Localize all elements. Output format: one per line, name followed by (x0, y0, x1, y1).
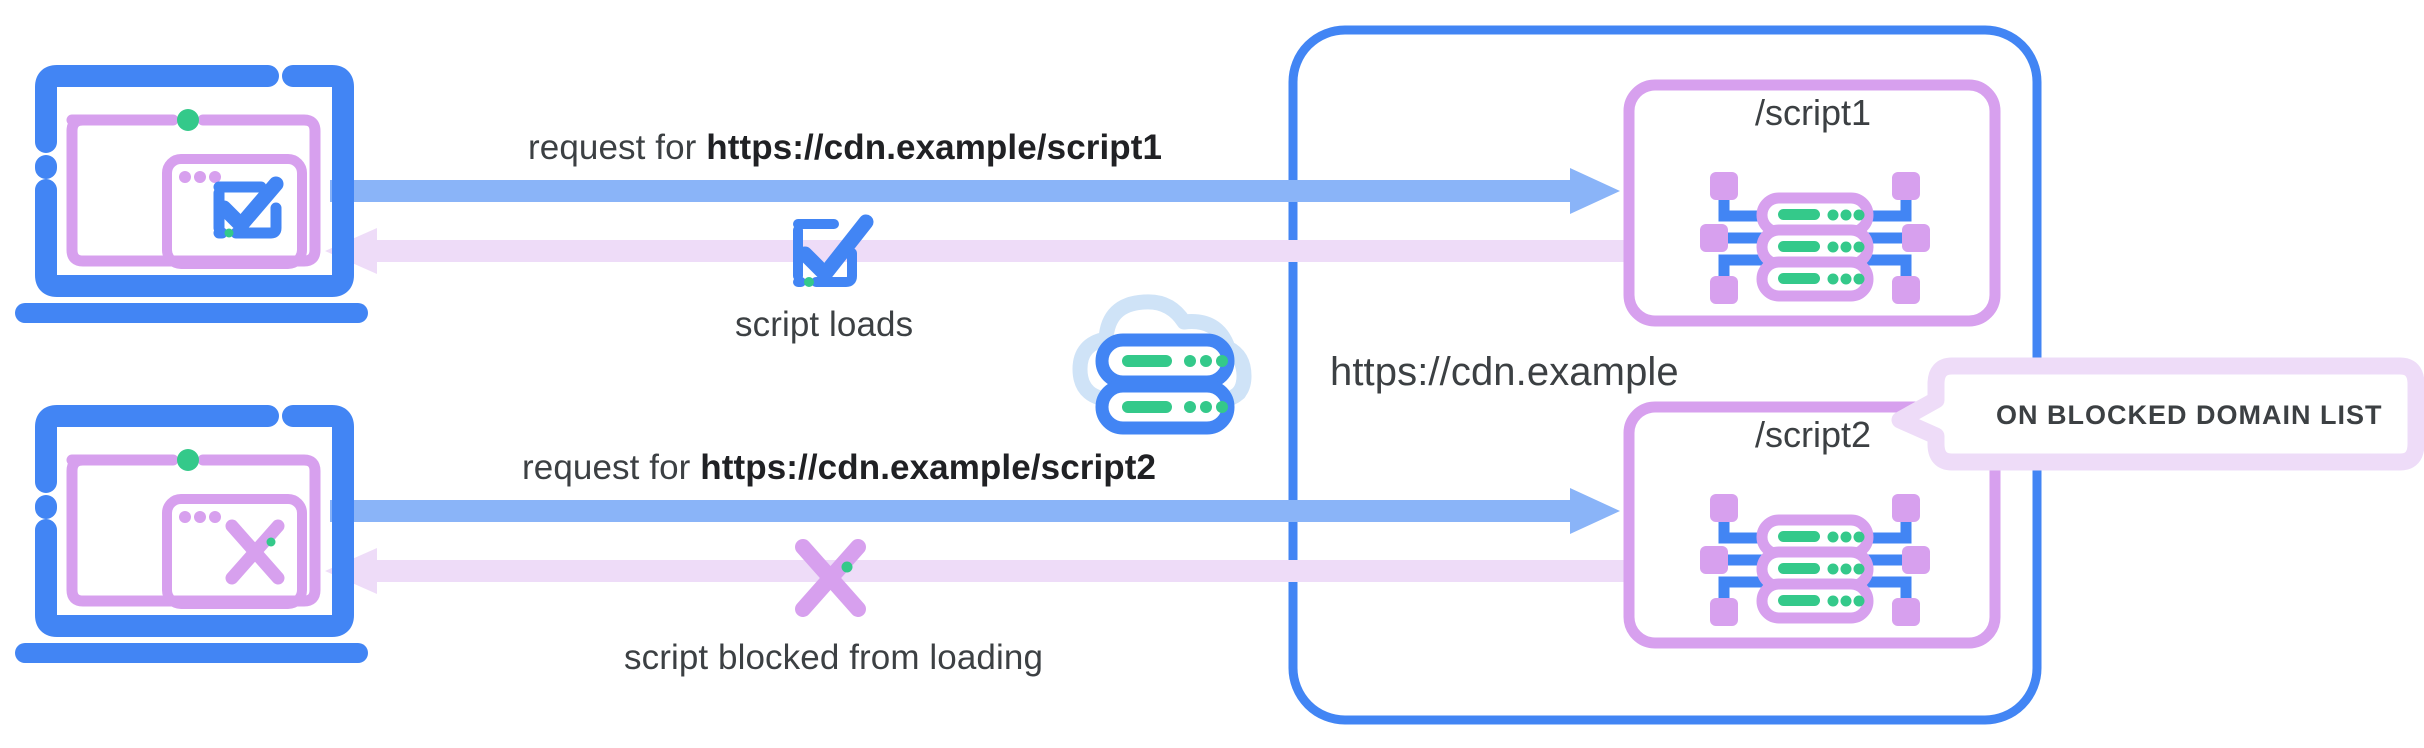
laptop-frame-main (35, 65, 354, 297)
green-status-dot (177, 109, 199, 131)
cloud-server-icon (1072, 294, 1252, 435)
laptop-base (15, 643, 368, 663)
response-arrow-shape (325, 548, 1630, 594)
request-arrow-shape (330, 488, 1620, 534)
client-laptop-allowed (15, 65, 368, 323)
request-label-script2: request for https://cdn.example/script2 (522, 448, 1156, 488)
cloud-dot (1234, 388, 1246, 400)
response-arrow-shape (325, 228, 1630, 274)
server-rack-network-icon-script1 (1700, 172, 1930, 304)
response-status-icon-script1 (793, 214, 874, 287)
cross-x-icon (795, 539, 866, 617)
inner-window-panel (162, 494, 307, 609)
screen-border (66, 114, 321, 267)
screen-border (66, 454, 321, 607)
request-label-script1: request for https://cdn.example/script1 (528, 128, 1162, 168)
response-arrow-script1 (325, 228, 1630, 274)
response-caption-script2: script blocked from loading (624, 638, 1044, 677)
resource-title-script2: /script2 (1755, 414, 1872, 455)
green-status-dot (177, 449, 199, 471)
network-nodes (1700, 494, 1930, 626)
network-nodes (1700, 172, 1930, 304)
laptop-base (15, 303, 368, 323)
callout-label: ON BLOCKED DOMAIN LIST (1996, 400, 2383, 430)
request-arrow-script1 (330, 168, 1620, 214)
window-controls-dots (179, 511, 221, 523)
callout-bubble-shape (1891, 357, 2424, 471)
cross-x-icon (225, 519, 285, 585)
checkbox-check-icon (793, 214, 874, 287)
server-rack-network-icon-script2 (1700, 494, 1930, 626)
resource-title-script1: /script1 (1755, 92, 1872, 133)
response-arrow-script2 (325, 548, 1630, 594)
server-rack-stack (1756, 514, 1874, 624)
request-arrow-script2 (330, 488, 1620, 534)
laptop-frame-main (35, 405, 354, 637)
request-label-url: https://cdn.example/script2 (700, 448, 1157, 487)
request-label-prefix: request for (522, 448, 701, 487)
server-rack-stack (1756, 192, 1874, 302)
client-laptop-blocked (15, 405, 368, 663)
request-label-url: https://cdn.example/script1 (706, 128, 1163, 167)
response-status-icon-script2 (795, 539, 866, 617)
cdn-domain-label: https://cdn.example (1330, 350, 1679, 394)
laptop-frame-topleft (35, 405, 279, 493)
checkbox-check-icon (213, 176, 284, 239)
inner-window-panel (162, 154, 307, 269)
request-label-prefix: request for (528, 128, 707, 167)
window-controls-dots (179, 171, 221, 183)
laptop-frame-topleft (35, 65, 279, 153)
cloud-outline (1072, 294, 1252, 408)
blocked-domain-callout (1891, 357, 2424, 471)
server-stack (1095, 333, 1235, 435)
request-arrow-shape (330, 168, 1620, 214)
response-caption-script1: script loads (735, 305, 914, 344)
